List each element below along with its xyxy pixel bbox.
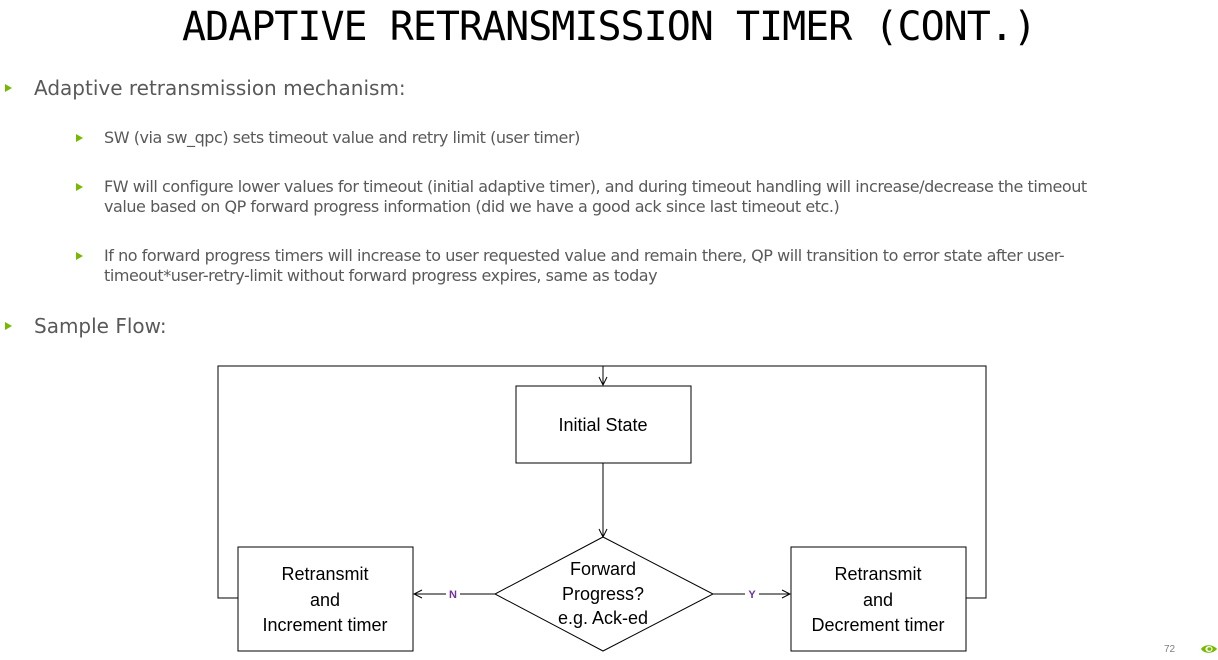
retransmit-decrement-line-1: Retransmit (834, 564, 921, 584)
initial-state-box (515, 385, 692, 464)
nvidia-eye-logo-icon (1201, 645, 1217, 653)
retransmit-decrement-box (790, 546, 967, 652)
loop-connector-left (217, 365, 603, 599)
page-number: 72 (1164, 644, 1176, 655)
loop-connector-right (603, 365, 987, 599)
sub-bullet-item-no-forward-progress: If no forward progress timers will incre… (0, 246, 1218, 288)
bullet-arrow-icon (5, 322, 12, 330)
slide-title: ADAPTIVE RETRANSMISSION TIMER (CONT.) (181, 4, 1037, 50)
sub-bullet-text-line-1: If no forward progress timers will incre… (104, 246, 1065, 265)
no-label-background (446, 587, 460, 601)
sub-bullet-item-sw-timeout: SW (via sw_qpc) sets timeout value and r… (0, 128, 1218, 150)
decision-label-line-3: e.g. Ack-ed (558, 608, 648, 628)
sub-bullet-item-fw-configure: FW will configure lower values for timeo… (0, 177, 1218, 219)
bullet-text: Adaptive retransmission mechanism: (34, 76, 406, 100)
sub-bullet-text-line-1: FW will configure lower values for timeo… (104, 177, 1087, 196)
forward-progress-decision-diamond (493, 536, 715, 652)
bullet-item-sample-flow: Sample Flow: (0, 314, 400, 340)
initial-state-label: Initial State (558, 415, 647, 435)
retransmit-decrement-line-3: Decrement timer (811, 615, 944, 635)
yes-branch-label: Y (748, 589, 756, 601)
decision-label-line-2: Progress? (562, 584, 644, 604)
bullet-arrow-icon (76, 183, 83, 191)
sub-bullet-text-line-2: value based on QP forward progress infor… (104, 197, 840, 216)
sub-bullet-text: SW (via sw_qpc) sets timeout value and r… (104, 128, 580, 147)
bullet-arrow-icon (5, 84, 12, 92)
bullet-item-adaptive-mechanism: Adaptive retransmission mechanism: (0, 76, 600, 102)
retransmit-increment-box (237, 546, 414, 652)
retransmit-increment-line-3: Increment timer (262, 615, 387, 635)
retransmit-increment-line-1: Retransmit (281, 564, 368, 584)
retransmit-decrement-line-2: and (863, 590, 893, 610)
bullet-arrow-icon (76, 134, 83, 142)
retransmit-increment-line-2: and (310, 590, 340, 610)
no-branch-label: N (449, 589, 457, 601)
bullet-arrow-icon (76, 252, 83, 260)
sub-bullet-text-line-2: timeout*user-retry-limit without forward… (104, 266, 658, 285)
yes-label-background (745, 587, 759, 601)
bullet-text: Sample Flow: (34, 314, 167, 338)
decision-label-line-1: Forward (570, 559, 636, 579)
